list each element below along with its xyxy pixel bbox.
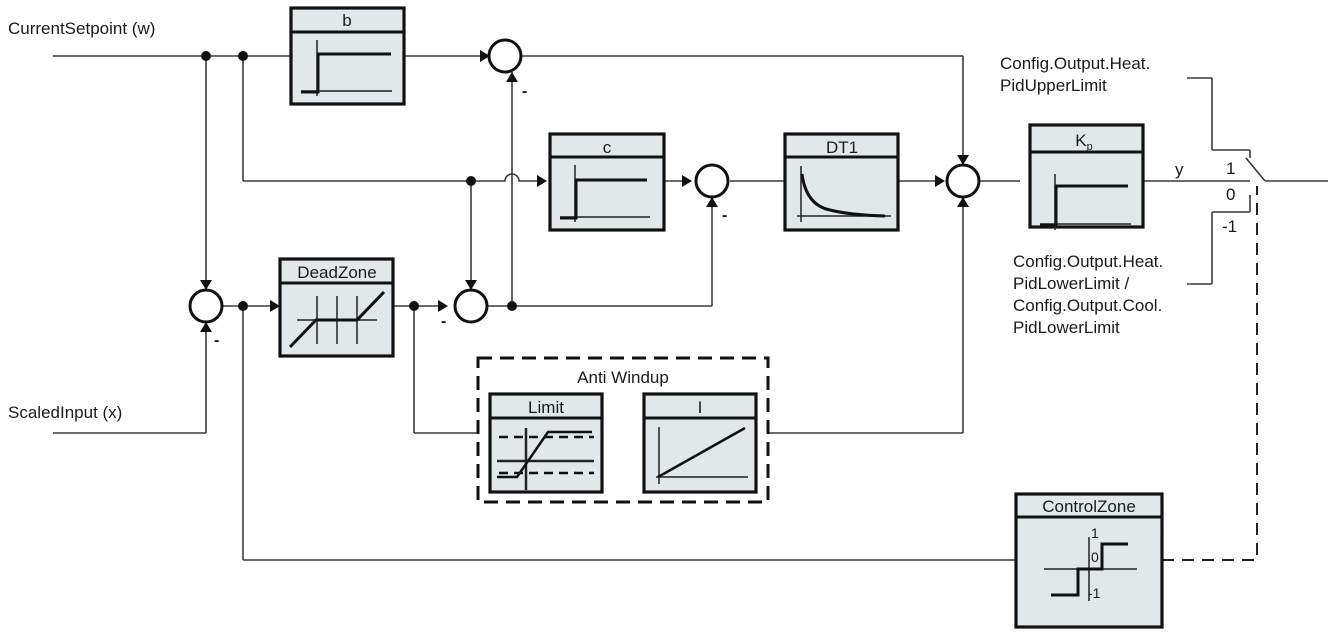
junction-dots	[201, 51, 517, 311]
scaled-input-label: ScaledInput (x)	[8, 403, 122, 422]
anti-windup-group: Anti Windup Limit I	[476, 356, 770, 504]
note-line: Config.Output.Heat.	[1013, 252, 1163, 271]
switch-position-1: 1	[1226, 159, 1235, 178]
decay-response-icon	[797, 166, 891, 222]
controlzone-switch-link	[1162, 186, 1258, 561]
block-kp-label: Kp	[1075, 131, 1092, 153]
block-controlzone: ControlZone 1 0 -1	[1014, 492, 1164, 629]
output-y-label: y	[1175, 160, 1184, 179]
sum-junction-top	[487, 38, 523, 74]
minus-sign: -	[722, 207, 727, 224]
note-line: PidUpperLimit	[1000, 76, 1107, 95]
block-b-label: b	[342, 11, 351, 30]
block-limit-label: Limit	[528, 398, 564, 417]
three-level-step-icon: 1 0 -1	[1044, 525, 1137, 601]
switch-position-minus1: -1	[1222, 217, 1237, 236]
setpoint-label: CurrentSetpoint (w)	[8, 19, 155, 38]
step-response-icon	[560, 165, 650, 222]
block-dt1: DT1	[783, 132, 900, 232]
block-c-label: c	[603, 138, 612, 157]
block-b: b	[289, 6, 406, 106]
tick-label: 1	[1091, 525, 1099, 541]
switch-position-0: 0	[1226, 185, 1235, 204]
minus-sign: -	[522, 83, 527, 100]
upper-limit-note: Config.Output.Heat. PidUpperLimit	[1000, 54, 1150, 95]
block-deadzone: DeadZone	[278, 257, 395, 358]
sum-junction-error	[188, 288, 224, 324]
tick-label: 0	[1091, 549, 1099, 565]
minus-sign: -	[441, 313, 446, 330]
ramp-response-icon	[656, 426, 748, 484]
limit-curve-icon	[497, 428, 594, 490]
sum-junction-main	[945, 163, 981, 199]
block-c: c	[548, 132, 666, 232]
tick-label: -1	[1088, 585, 1101, 601]
block-deadzone-label: DeadZone	[297, 263, 376, 282]
deadzone-curve-icon	[288, 290, 386, 349]
arrowheads	[200, 50, 969, 332]
note-line: PidLowerLimit	[1013, 318, 1120, 337]
step-response-icon	[301, 40, 392, 96]
anti-windup-label: Anti Windup	[577, 368, 669, 387]
signal-wires	[53, 55, 1328, 561]
block-limit: Limit	[488, 392, 604, 494]
block-dt1-label: DT1	[826, 138, 858, 157]
minus-sign: -	[214, 332, 219, 349]
block-integrator-label: I	[698, 398, 703, 417]
block-kp: Kp	[1028, 123, 1145, 230]
sum-junction-middle	[694, 163, 730, 199]
block-integrator: I	[642, 392, 758, 494]
lower-limit-note: Config.Output.Heat. PidLowerLimit / Conf…	[1013, 252, 1163, 337]
note-line: Config.Output.Heat.	[1000, 54, 1150, 73]
sum-junction-lower	[453, 288, 489, 324]
block-controlzone-label: ControlZone	[1042, 497, 1136, 516]
step-response-icon	[1040, 174, 1131, 230]
note-line: Config.Output.Cool.	[1013, 296, 1162, 315]
note-line: PidLowerLimit /	[1013, 274, 1129, 293]
